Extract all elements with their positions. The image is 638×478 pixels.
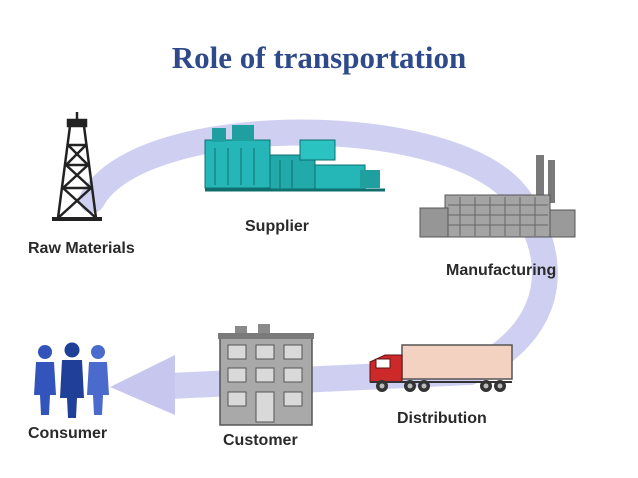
flow-arrow — [79, 119, 558, 415]
page-title: Role of transportation — [171, 40, 467, 75]
supplier-machinery-icon — [204, 125, 385, 192]
factory-icon — [419, 155, 576, 238]
oil-derrick-icon — [52, 112, 102, 221]
manufacturing-label: Manufacturing — [446, 262, 557, 279]
person-icon — [87, 345, 109, 415]
person-icon — [34, 345, 56, 415]
consumer-label: Consumer — [28, 425, 108, 442]
customer-label: Customer — [223, 432, 298, 449]
supplier-label: Supplier — [245, 218, 310, 235]
raw-materials-label: Raw Materials — [28, 240, 135, 257]
distribution-label: Distribution — [397, 410, 487, 427]
store-building-icon — [218, 324, 314, 426]
people-icon — [34, 342, 109, 418]
person-icon — [60, 342, 84, 418]
truck-icon — [369, 344, 513, 392]
